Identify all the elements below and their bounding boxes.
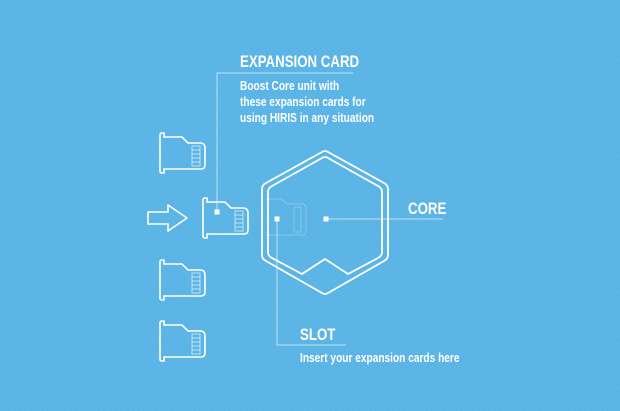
sd-card-icon [202,197,249,239]
expansion-card-desc-line: these expansion cards for [240,94,366,109]
slot-description: Insert your expansion cards here [300,350,460,365]
core-title: CORE [408,199,447,218]
arrow-right-icon [147,204,188,232]
expansion-card-description: Boost Core unit with these expansion car… [240,78,412,126]
expansion-card-desc-line: Boost Core unit with [240,78,340,93]
sd-card-icon [159,259,206,301]
hexagon-core-icon [261,150,389,295]
expansion-card-title: EXPANSION CARD [240,52,360,71]
core-anchor-dot [323,216,329,222]
expansion-card-leader-line [216,72,353,212]
sd-card-icon [159,320,206,362]
expansion-card-anchor-dot [214,209,220,215]
sd-card-icon [159,132,206,174]
expansion-card-desc-line: using HIRIS in any situation [240,110,375,125]
slot-title: SLOT [300,325,336,344]
slot-anchor-dot [274,216,280,222]
